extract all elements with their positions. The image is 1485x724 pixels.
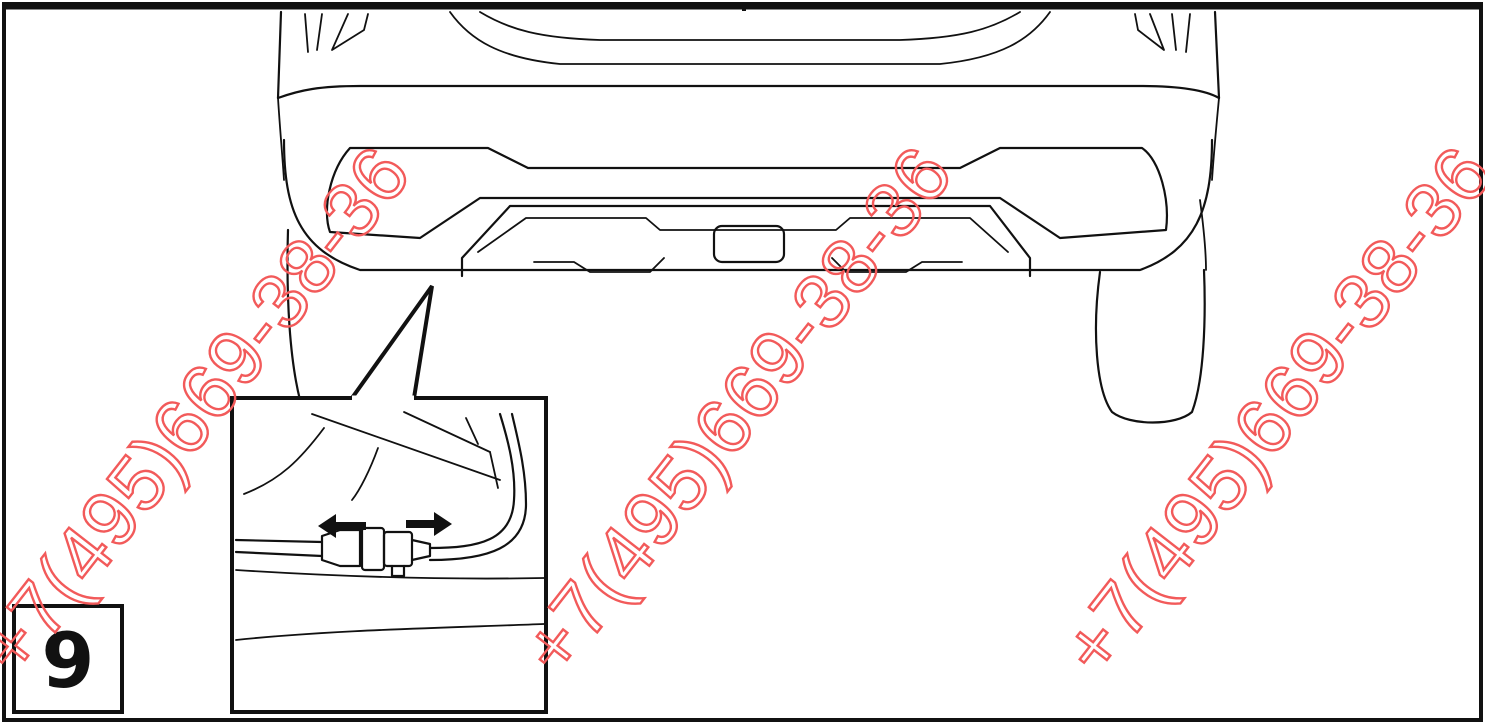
underbody-curve [243,427,325,495]
step-number-frame [12,604,124,714]
cable-right-outer [428,412,516,550]
vent-right-c [1134,13,1165,51]
cable-right-inner [428,412,528,562]
watermark-center: +7(495)669-38-36 [504,130,969,691]
bumper-top-edge [276,84,1221,100]
step-number-box: 9 [12,604,124,714]
tailgate-inner-curve [479,11,1021,41]
body-left-edge [276,10,283,100]
connector-detail-inset [230,395,548,714]
underbody-line-c [465,417,479,445]
tailgate-lower-curve [449,11,1051,65]
body-right-edge [1213,10,1221,100]
vent-right-a [1185,13,1191,53]
diffuser-inner-upper [477,217,1009,253]
ground-line-b [235,623,545,641]
connector-body [382,530,414,568]
connector-latch [390,564,406,578]
diffuser-outer [460,204,1032,278]
vent-left-b [316,13,323,51]
diffuser-inner-right [831,257,963,273]
step-number: 9 [42,616,95,705]
bracket-edge [489,451,499,489]
bumper-left-side [277,97,285,181]
ground-line-a [235,569,545,580]
underbody-line-b [403,411,491,453]
cable-left-bottom [234,550,324,558]
tow-hitch-cover [712,224,786,264]
underbody-strut [351,447,379,501]
vent-left-a [304,13,309,53]
right-arrow-icon [406,512,452,536]
right-wheel [1094,268,1206,424]
cable-left-top [234,538,324,544]
connector-plug-right [410,538,432,562]
bumper-recess-panel [325,146,1168,240]
left-arrow-icon [318,514,366,538]
bumper-lower-outline [282,138,1214,272]
underbody-line-a [311,413,501,481]
vent-left-c [331,13,369,51]
watermarks: +7(495)669-38-36 +7(495)669-38-36 +7(495… [0,129,1485,692]
right-wheel-arch [1199,199,1207,271]
diffuser-inner-left [533,257,665,273]
callout-pointer [348,284,434,400]
vent-right-b [1171,13,1177,51]
bumper-right-side [1211,97,1220,181]
